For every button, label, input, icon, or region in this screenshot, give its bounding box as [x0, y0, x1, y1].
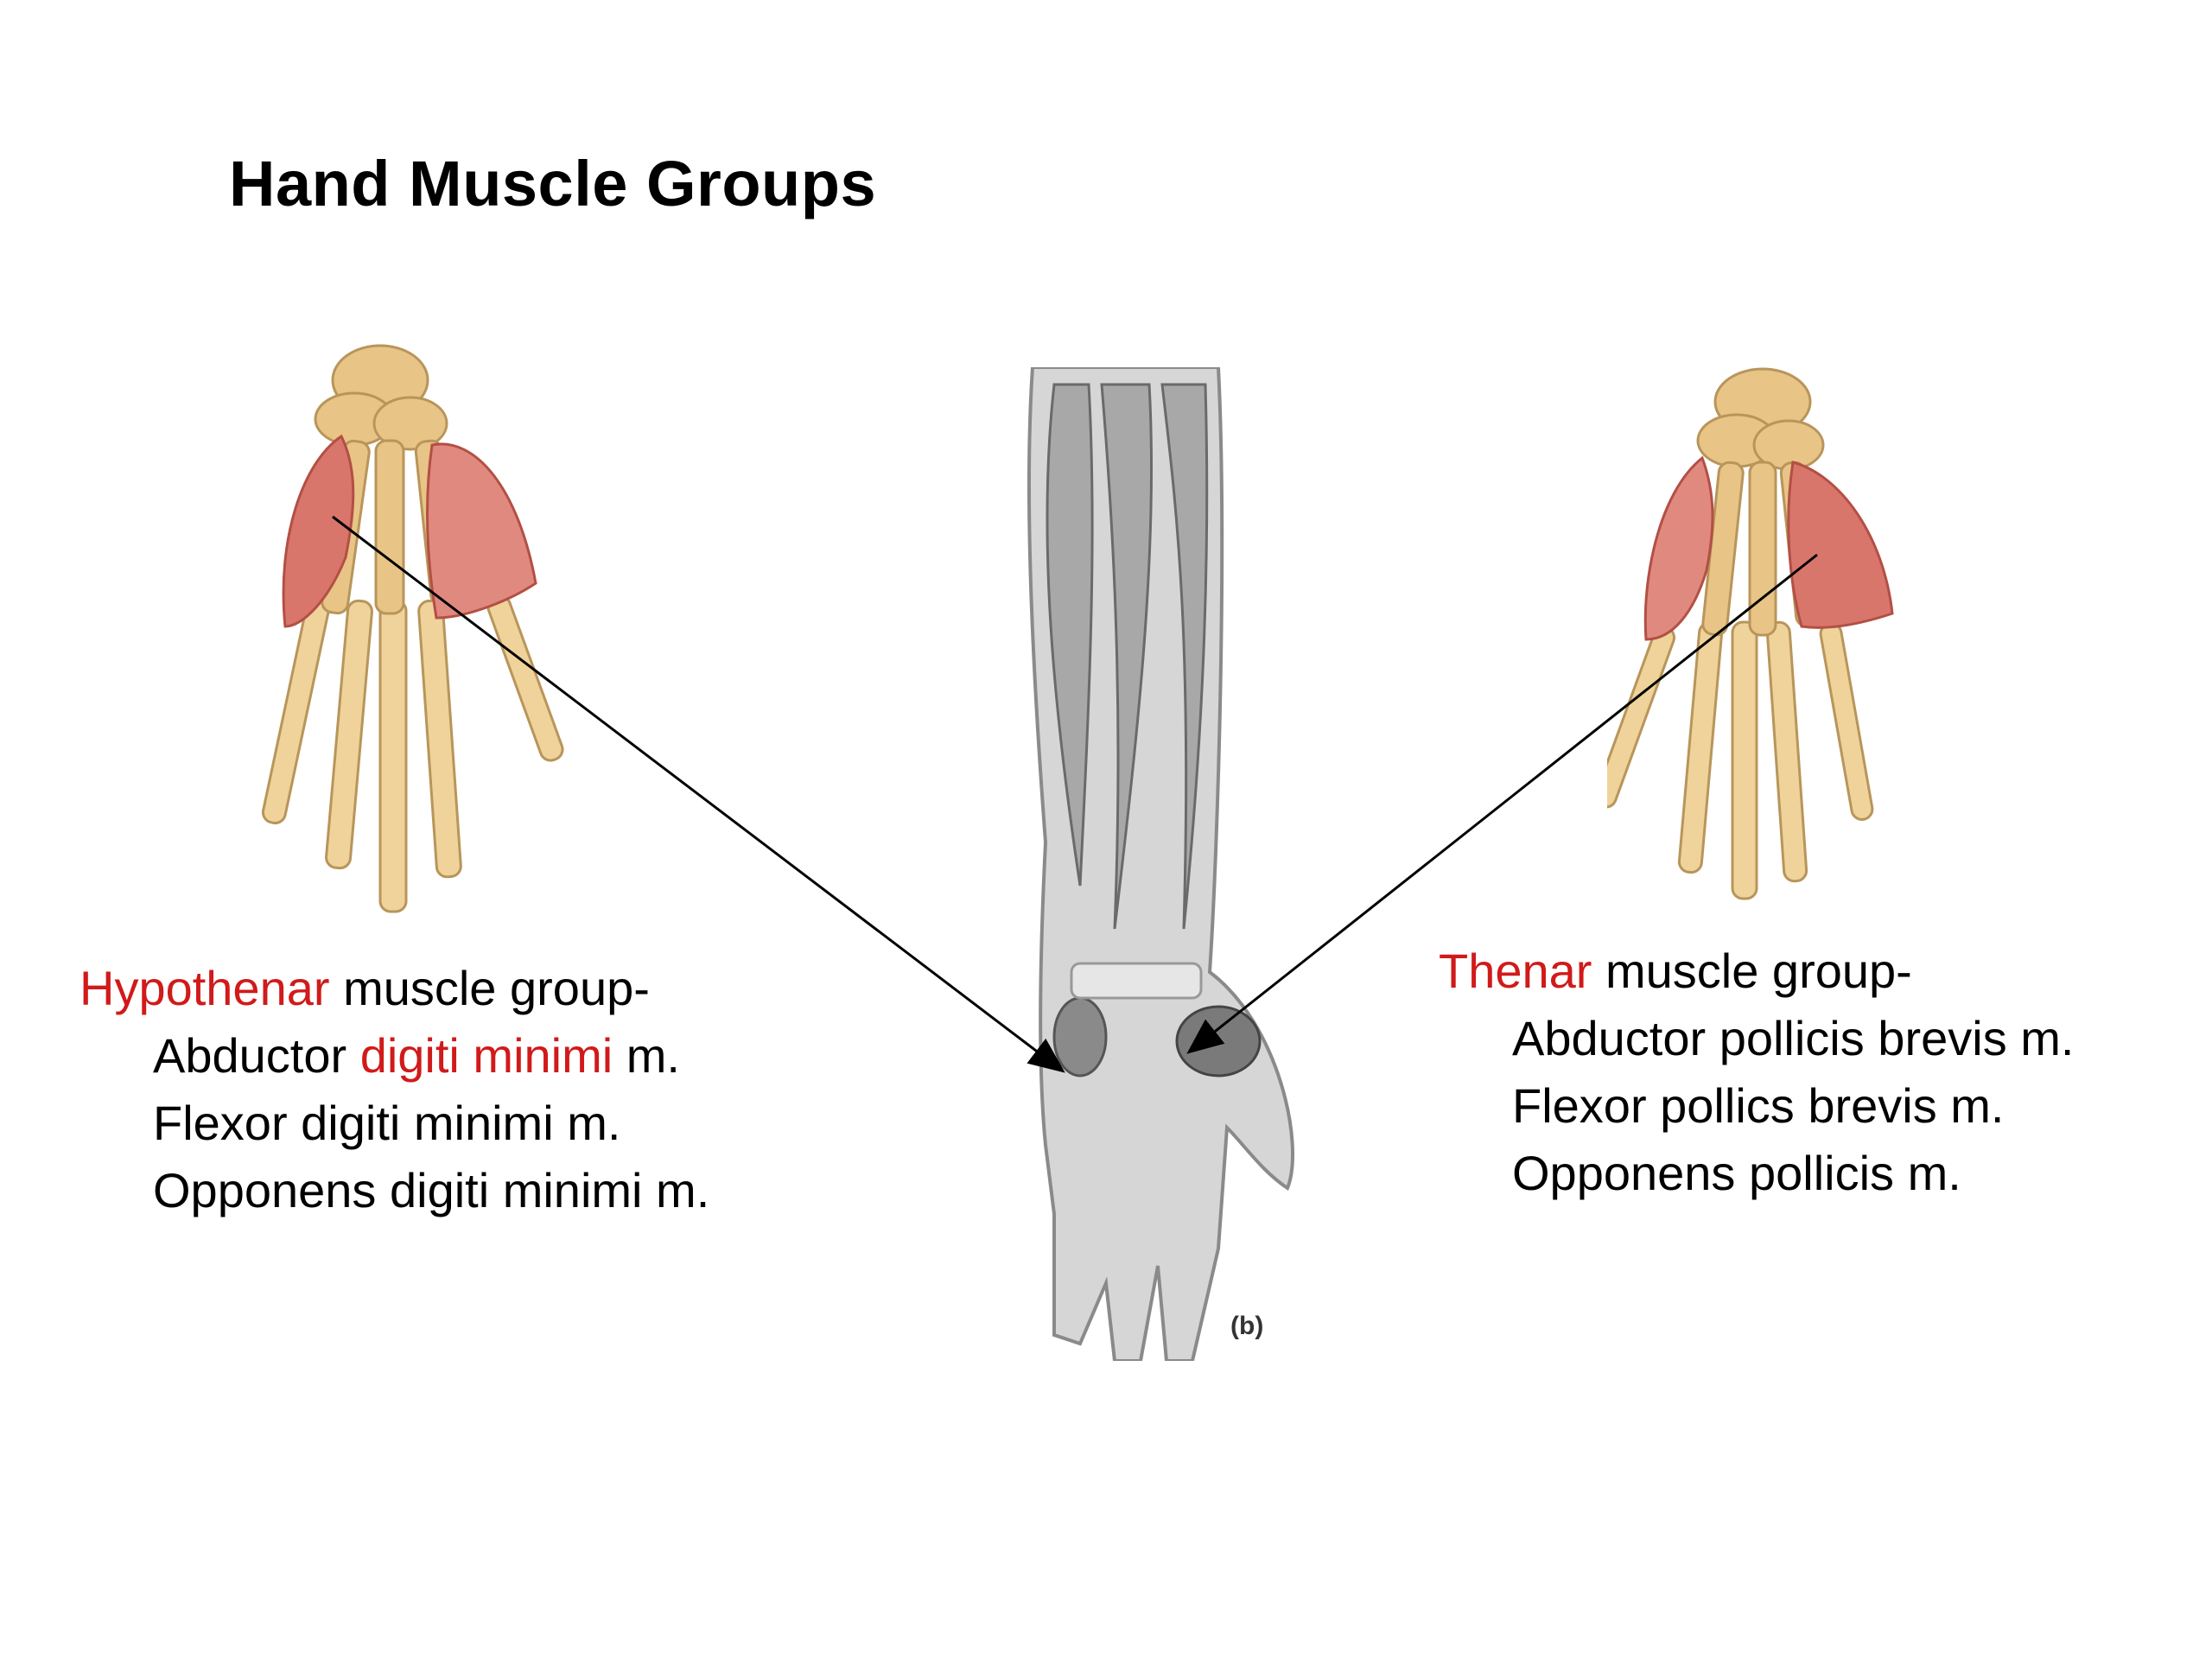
wrist-band — [1070, 962, 1203, 1000]
thenar-muscle-2: Flexor pollics brevis m. — [1512, 1078, 2005, 1133]
thenar-pointer-arrow — [1186, 553, 1818, 1054]
hypothenar-muscle-right — [1643, 455, 1714, 641]
thenar-group-suffix: muscle group- — [1592, 944, 1912, 998]
thenar-heading: Thenar muscle group- — [1439, 938, 2074, 1005]
hypothenar-group-suffix: muscle group- — [329, 961, 650, 1015]
hypothenar-heading: Hypothenar muscle group- — [79, 955, 709, 1022]
forearm-outline — [1027, 367, 1294, 1361]
figure-tag: (b) — [1230, 1312, 1264, 1340]
carpal-bones-right — [1696, 367, 1825, 471]
digiti-minimi-highlight: digiti minimi — [359, 1028, 613, 1083]
thenar-group-name: Thenar — [1439, 944, 1592, 998]
thenar-muscle-right — [1787, 461, 1894, 629]
hypothenar-muscle-1: Abductor digiti minimi m. — [153, 1028, 680, 1083]
thenar-muscle — [426, 442, 537, 620]
forearm-illustration — [1027, 367, 1294, 1361]
hypothenar-label-block: Hypothenar muscle group- Abductor digiti… — [79, 955, 709, 1224]
hypothenar-muscle-3: Opponens digiti minimi m. — [153, 1163, 710, 1217]
hypothenar-group-name: Hypothenar — [79, 961, 330, 1015]
forearm-muscles — [1046, 383, 1209, 930]
thenar-muscle-3: Opponens pollicis m. — [1512, 1146, 1961, 1200]
finger-bones-right — [1607, 620, 1874, 900]
thenar-label-block: Thenar muscle group- Abductor pollicis b… — [1439, 938, 2074, 1207]
hypothenar-muscle — [282, 434, 355, 628]
page-title: Hand Muscle Groups — [229, 148, 877, 219]
thenar-muscle-1: Abductor pollicis brevis m. — [1512, 1011, 2075, 1065]
carpal-bones — [314, 344, 448, 451]
right-hand-illustration — [1607, 367, 1894, 900]
hypothenar-muscle-2: Flexor digiti minimi m. — [153, 1096, 621, 1150]
hypothenar-pointer-arrow — [332, 515, 1065, 1073]
